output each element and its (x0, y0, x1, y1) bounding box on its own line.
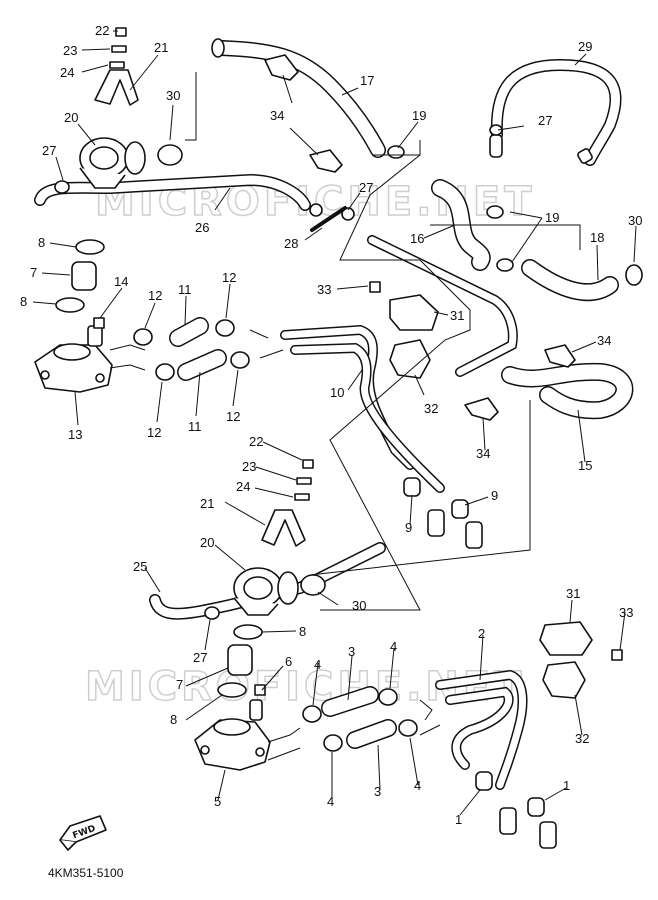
callout-32: 32 (575, 731, 589, 746)
hose-29 (489, 58, 622, 166)
reed-valve-20-lower (233, 567, 299, 616)
callout-21: 21 (200, 496, 214, 511)
callout-15: 15 (578, 458, 592, 473)
callout-12: 12 (148, 288, 162, 303)
callout-3: 3 (374, 784, 381, 799)
callout-11: 11 (178, 282, 192, 297)
bolts-22-23-24 (109, 27, 314, 501)
callout-9: 9 (491, 488, 498, 503)
callout-6: 6 (285, 654, 292, 669)
callout-24: 24 (60, 65, 74, 80)
bracket-21 (94, 69, 306, 547)
hose-18 (521, 259, 619, 302)
callout-31: 31 (566, 586, 580, 601)
callout-22: 22 (95, 23, 109, 38)
callout-25: 25 (133, 559, 147, 574)
gasket-30 (157, 144, 643, 596)
hose-25 (149, 542, 386, 620)
callout-labels: 22 23 24 21 30 20 27 8 7 8 14 12 11 12 1… (20, 23, 642, 827)
callout-20: 20 (64, 110, 78, 125)
hose-15 (501, 362, 634, 420)
nozzles-9-and-1 (403, 477, 557, 849)
callout-12: 12 (222, 270, 236, 285)
callout-16: 16 (410, 231, 424, 246)
callout-14: 14 (114, 274, 128, 289)
callout-8: 8 (299, 624, 306, 639)
callout-8: 8 (20, 294, 27, 309)
callout-11: 11 (188, 419, 202, 434)
callout-33: 33 (619, 605, 633, 620)
callout-27: 27 (193, 650, 207, 665)
hose-11-lower (177, 349, 227, 381)
callout-24: 24 (236, 479, 250, 494)
callout-32: 32 (424, 401, 438, 416)
callout-34: 34 (476, 446, 490, 461)
hose-2 (435, 669, 528, 790)
callout-34: 34 (270, 108, 284, 123)
callout-34: 34 (597, 333, 611, 348)
callout-3: 3 (348, 644, 355, 659)
pipe-long-diagonal (367, 235, 518, 377)
reed-valve-20-upper (79, 137, 146, 189)
callout-19: 19 (412, 108, 426, 123)
holders-34 (264, 54, 576, 421)
hose-11-upper (169, 317, 209, 347)
callout-8: 8 (38, 235, 45, 250)
hose-26 (34, 173, 311, 211)
leader-lines (32, 30, 637, 526)
bolt-14-6-33 (93, 281, 623, 696)
callout-2: 2 (478, 626, 485, 641)
callout-22: 22 (249, 434, 263, 449)
pipe-28 (310, 206, 347, 232)
callout-28: 28 (284, 236, 298, 251)
callout-12: 12 (226, 409, 240, 424)
callout-5: 5 (214, 794, 221, 809)
callout-9: 9 (405, 520, 412, 535)
hose-10 (280, 324, 445, 493)
dampers-31-32 (389, 294, 593, 699)
callout-18: 18 (590, 230, 604, 245)
hose-16 (431, 179, 491, 271)
air-cut-valve-5 (194, 699, 271, 771)
callout-1: 1 (455, 812, 462, 827)
callout-33: 33 (317, 282, 331, 297)
callout-27: 27 (538, 113, 552, 128)
callout-23: 23 (242, 459, 256, 474)
callout-27: 27 (42, 143, 56, 158)
catalog-code: 4KM351-5100 (48, 866, 124, 880)
callout-21: 21 (154, 40, 168, 55)
leader-lines-lower (144, 441, 626, 816)
callout-26: 26 (195, 220, 209, 235)
hose-3-lower (346, 719, 397, 749)
hose-3-upper (321, 686, 379, 717)
callout-4: 4 (390, 639, 397, 654)
callout-10: 10 (330, 385, 344, 400)
callout-27: 27 (359, 180, 373, 195)
callout-30: 30 (628, 213, 642, 228)
callout-7: 7 (30, 265, 37, 280)
callout-4: 4 (314, 657, 321, 672)
callout-30: 30 (166, 88, 180, 103)
callout-1: 1 (563, 778, 570, 793)
callout-30: 30 (352, 598, 366, 613)
callout-8: 8 (170, 712, 177, 727)
connection-lines (109, 72, 581, 761)
hose-17 (211, 38, 386, 158)
callout-19: 19 (545, 210, 559, 225)
callout-7: 7 (176, 677, 183, 692)
callout-17: 17 (360, 73, 374, 88)
callout-4: 4 (414, 778, 421, 793)
callout-13: 13 (68, 427, 82, 442)
joints-7 (71, 261, 253, 676)
callout-29: 29 (578, 39, 592, 54)
clamps (54, 124, 514, 752)
callout-23: 23 (63, 43, 77, 58)
callout-31: 31 (450, 308, 464, 323)
callout-20: 20 (200, 535, 214, 550)
callout-12: 12 (147, 425, 161, 440)
air-cut-valve-13 (34, 325, 113, 393)
forward-arrow-icon: FWD (59, 815, 107, 851)
callout-4: 4 (327, 794, 334, 809)
